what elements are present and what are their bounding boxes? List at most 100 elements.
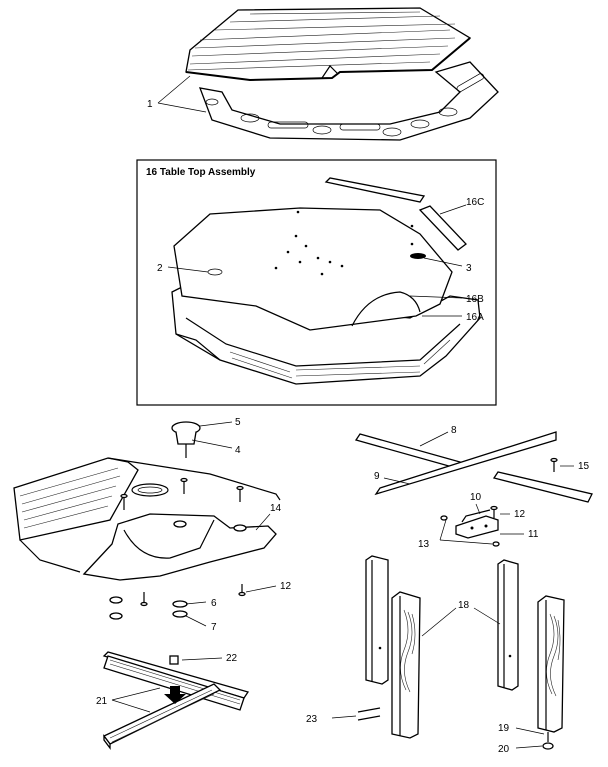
leader-16b [409, 295, 463, 299]
leader-20 [515, 745, 543, 749]
label-12a: 12 [514, 509, 526, 520]
leader-5 [199, 421, 233, 427]
label-16b: 16B [466, 294, 484, 305]
leader-19 [515, 727, 545, 735]
label-14: 14 [270, 503, 282, 514]
leg-front-left-grain [400, 609, 416, 693]
wood-grain [187, 11, 456, 71]
bar-16c-top [324, 177, 426, 203]
leg-front-left [391, 591, 421, 739]
leader-1a [157, 75, 191, 104]
brace-bottom [103, 683, 222, 745]
rim-inner-edge [175, 333, 221, 361]
tray-14 [82, 513, 277, 581]
label-22: 22 [226, 653, 238, 664]
label-23: 23 [306, 714, 318, 725]
slab-edge [185, 37, 471, 82]
label-10: 10 [470, 492, 482, 503]
leader-21b [111, 699, 151, 713]
label-7: 7 [211, 622, 217, 633]
bracket-assembly [439, 503, 524, 547]
bar-right [492, 471, 593, 503]
leader-2 [167, 266, 209, 273]
board-16b [173, 207, 453, 331]
leader-10 [475, 503, 481, 515]
label-11: 11 [528, 529, 539, 540]
plate-left-edge [19, 539, 81, 573]
rim-grain [229, 339, 451, 379]
leg-back-right [497, 559, 519, 691]
washers-bottom [109, 584, 246, 620]
board-holes [207, 210, 426, 276]
cross-brace-assembly [102, 651, 250, 750]
label-5: 5 [235, 417, 241, 428]
insert-22 [169, 655, 179, 665]
leader-14 [255, 513, 271, 531]
bolt-23a [357, 707, 381, 713]
bracket-lip [461, 509, 491, 523]
bracket-10 [455, 515, 499, 539]
leader-16c [439, 204, 467, 215]
label-19: 19 [498, 723, 510, 734]
leader-13b [439, 539, 493, 545]
label-15: 15 [578, 461, 590, 472]
leader-6 [185, 601, 207, 605]
label-12b: 12 [280, 581, 292, 592]
bar-9 [374, 431, 557, 496]
label-8: 8 [451, 425, 457, 436]
bolt-23b [357, 715, 381, 721]
table-top-assembly-box [136, 159, 497, 406]
leader-23 [331, 715, 357, 719]
leader-18b [473, 607, 501, 625]
label-18: 18 [458, 600, 470, 611]
plate-top-edge [107, 457, 281, 501]
leader-7 [185, 615, 207, 627]
slab-notch [321, 65, 339, 79]
brace-top-grain [109, 659, 241, 705]
leveler-foot-20 [542, 742, 554, 750]
board-cutout [351, 291, 421, 327]
label-2: 2 [157, 263, 163, 274]
nut-13a [440, 515, 448, 521]
leg-front-right-grain [546, 613, 561, 697]
leader-22 [181, 657, 223, 661]
brace-bars [354, 431, 593, 503]
screws-top [120, 477, 244, 510]
cup-hole [131, 483, 169, 497]
label-20: 20 [498, 744, 510, 755]
label-4: 4 [235, 445, 241, 456]
rim-top-edge [185, 317, 461, 367]
cup-holder-assembly [13, 421, 281, 627]
label-21: 21 [96, 696, 108, 707]
leader-13a [439, 519, 447, 541]
nut-13b [492, 541, 500, 547]
label-3: 3 [466, 263, 472, 274]
label-13: 13 [418, 539, 430, 550]
knob-base [175, 431, 197, 445]
assembly-title: 16 Table Top Assembly [146, 167, 256, 178]
assembly-frame [136, 159, 497, 406]
legs-assembly [331, 555, 565, 750]
bar-16c-side [418, 205, 467, 251]
bar-8 [354, 433, 462, 469]
tray-inner [123, 519, 215, 559]
down-arrow [164, 686, 186, 704]
leg-back-left [365, 555, 389, 685]
frame-slots [205, 73, 485, 137]
label-6: 6 [211, 598, 217, 609]
brace-bottom-grain [109, 689, 215, 743]
leader-1b [157, 102, 207, 113]
leader-4 [191, 439, 233, 449]
brace-bottom-end [103, 734, 111, 750]
corner-wood-grain [19, 467, 121, 529]
table-top-with-frame [157, 7, 499, 141]
leader-21a [111, 687, 161, 701]
label-16a: 16A [466, 312, 484, 323]
leader-8 [419, 431, 449, 447]
leader-3 [423, 257, 463, 267]
leader-9 [383, 477, 411, 485]
label-1: 1 [147, 99, 153, 110]
label-9: 9 [374, 471, 380, 482]
